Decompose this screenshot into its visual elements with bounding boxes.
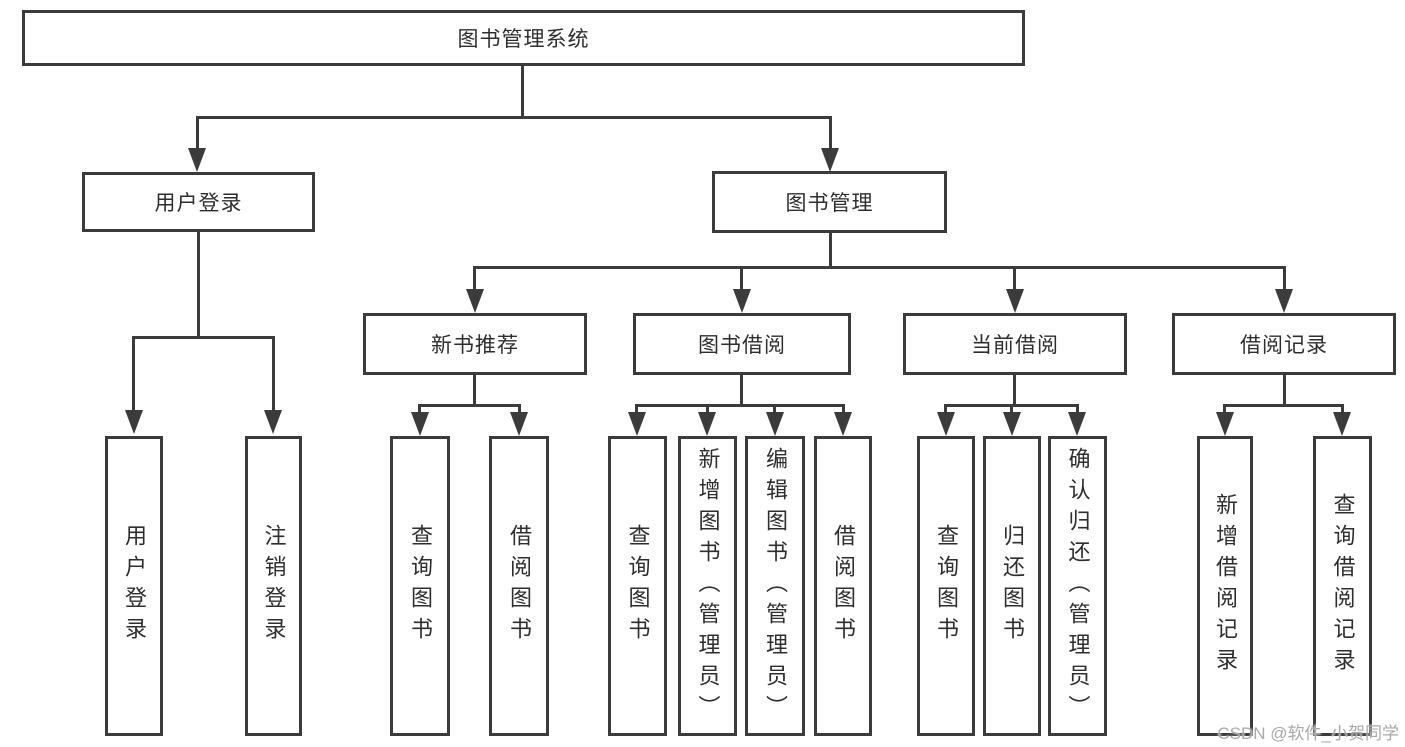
node-book-management: 图书管理 bbox=[712, 171, 947, 233]
node-user-login: 用户登录 bbox=[82, 172, 315, 232]
leaf-recommend-borrow-books: 借阅图书 bbox=[489, 436, 549, 736]
connector-borrow-records-stem bbox=[1283, 375, 1286, 406]
connector-drop-leaf bbox=[418, 404, 421, 412]
node-label: 图书借阅 bbox=[698, 334, 786, 357]
leaf-borrow-add-books-admin: 新增图书（管理员） bbox=[678, 436, 737, 736]
connector-user-login-stem bbox=[197, 232, 200, 338]
arrow-down-icon bbox=[1333, 412, 1351, 436]
node-label: 借阅记录 bbox=[1240, 334, 1328, 357]
connector-drop-book-borrow bbox=[740, 266, 743, 289]
node-label: 新增图书（管理员） bbox=[695, 446, 721, 726]
node-label: 查询图书 bbox=[934, 524, 959, 648]
connector-new-book-stem bbox=[473, 375, 476, 406]
connector-drop-leaf bbox=[1341, 404, 1344, 412]
node-label: 图书管理系统 bbox=[457, 28, 590, 51]
leaf-records-query-record: 查询借阅记录 bbox=[1313, 436, 1372, 736]
connector-book-management-stem bbox=[829, 233, 832, 266]
arrow-down-icon bbox=[628, 412, 646, 436]
node-library-system: 图书管理系统 bbox=[22, 10, 1025, 66]
node-label: 新增借阅记录 bbox=[1213, 493, 1238, 679]
leaf-records-add-record: 新增借阅记录 bbox=[1197, 436, 1253, 736]
leaf-current-confirm-return-admin: 确认归还（管理员） bbox=[1048, 436, 1107, 736]
node-label: 确认归还（管理员） bbox=[1065, 446, 1091, 726]
node-label: 新书推荐 bbox=[431, 334, 519, 357]
node-book-borrow: 图书借阅 bbox=[633, 313, 851, 375]
arrow-down-icon bbox=[698, 412, 716, 436]
arrow-down-icon bbox=[188, 148, 206, 172]
connector-drop-current-borrow bbox=[1013, 266, 1016, 289]
connector-new-book-branch bbox=[418, 404, 521, 407]
node-label: 归还图书 bbox=[1000, 524, 1025, 648]
arrow-down-icon bbox=[1216, 412, 1234, 436]
arrow-down-icon bbox=[766, 412, 784, 436]
connector-drop-borrow-records bbox=[1283, 266, 1286, 289]
arrow-down-icon bbox=[125, 410, 143, 434]
connector-drop-leaf bbox=[1010, 404, 1013, 412]
node-label: 用户登录 bbox=[154, 192, 243, 215]
leaf-recommend-query-books: 查询图书 bbox=[390, 436, 450, 736]
connector-drop-leaf bbox=[635, 404, 638, 412]
leaf-borrow-borrow-books: 借阅图书 bbox=[814, 436, 872, 736]
arrow-down-icon bbox=[411, 412, 429, 436]
leaf-current-query-books: 查询图书 bbox=[917, 436, 975, 736]
connector-drop-leaf bbox=[1076, 404, 1079, 412]
arrow-down-icon bbox=[1006, 289, 1024, 313]
arrow-down-icon bbox=[1003, 412, 1021, 436]
connector-drop-leaf bbox=[1223, 404, 1226, 412]
connector-drop-leaf bbox=[944, 404, 947, 412]
node-label: 用户登录 bbox=[122, 524, 147, 648]
node-borrow-records: 借阅记录 bbox=[1172, 313, 1396, 375]
arrow-down-icon bbox=[510, 412, 528, 436]
arrow-down-icon bbox=[733, 289, 751, 313]
arrow-down-icon bbox=[821, 148, 839, 172]
node-label: 当前借阅 bbox=[971, 334, 1059, 357]
node-label: 查询借阅记录 bbox=[1330, 493, 1356, 679]
connector-drop-leaf bbox=[706, 404, 709, 412]
leaf-borrow-query-books: 查询图书 bbox=[608, 436, 667, 736]
leaf-user-login: 用户登录 bbox=[105, 436, 163, 736]
csdn-watermark: CSDN @软件_小贺同学 bbox=[1217, 724, 1399, 743]
node-label: 借阅图书 bbox=[831, 524, 856, 648]
connector-root-stem bbox=[521, 66, 524, 116]
connector-drop-leaf bbox=[518, 404, 521, 412]
connector-level2-branch bbox=[196, 116, 832, 119]
arrow-down-icon bbox=[466, 289, 484, 313]
node-label: 编辑图书（管理员） bbox=[763, 446, 788, 726]
node-new-book-recommend: 新书推荐 bbox=[363, 313, 587, 375]
connector-drop-leaf bbox=[773, 404, 776, 412]
node-label: 借阅图书 bbox=[507, 524, 532, 648]
connector-user-login-branch bbox=[132, 336, 275, 339]
node-current-borrow: 当前借阅 bbox=[903, 313, 1127, 375]
node-label: 查询图书 bbox=[408, 524, 433, 648]
leaf-logout: 注销登录 bbox=[245, 436, 302, 736]
connector-drop-new-book bbox=[473, 266, 476, 289]
leaf-current-return-books: 归还图书 bbox=[983, 436, 1041, 736]
node-label: 注销登录 bbox=[261, 524, 287, 648]
arrow-down-icon bbox=[834, 412, 852, 436]
leaf-borrow-edit-books-admin: 编辑图书（管理员） bbox=[745, 436, 805, 736]
connector-drop-leaf bbox=[842, 404, 845, 412]
connector-level3-branch bbox=[473, 266, 1286, 269]
connector-current-borrow-stem bbox=[1013, 375, 1016, 406]
connector-book-borrow-stem bbox=[740, 375, 743, 406]
connector-borrow-records-branch bbox=[1223, 404, 1344, 407]
node-label: 查询图书 bbox=[625, 524, 651, 648]
connector-drop-user-login bbox=[196, 116, 199, 148]
connector-drop-leaf-user-login bbox=[132, 336, 135, 410]
arrow-down-icon bbox=[1068, 412, 1086, 436]
connector-drop-leaf-logout bbox=[272, 336, 275, 410]
connector-drop-book-management bbox=[829, 116, 832, 148]
connector-book-borrow-branch bbox=[635, 404, 845, 407]
arrow-down-icon bbox=[937, 412, 955, 436]
arrow-down-icon bbox=[264, 410, 282, 434]
node-label: 图书管理 bbox=[785, 192, 874, 215]
arrow-down-icon bbox=[1275, 289, 1293, 313]
